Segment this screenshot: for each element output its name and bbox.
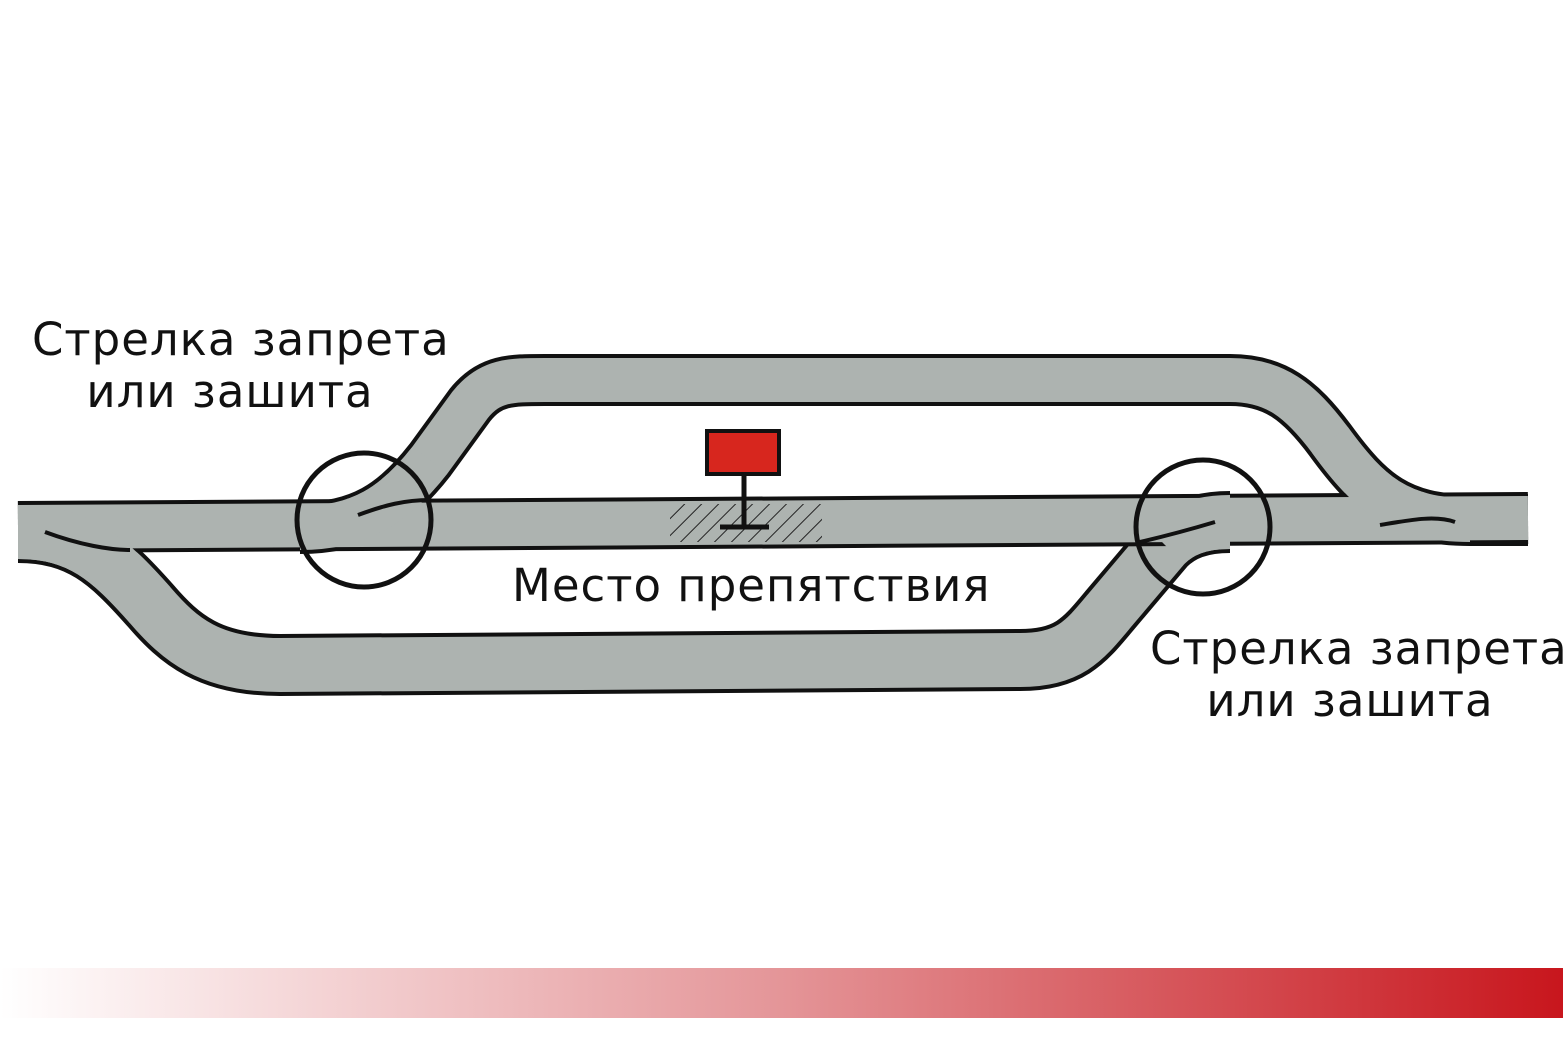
right-blade-lower (1139, 520, 1216, 544)
switch-blades (44, 498, 1456, 552)
right-blade-upper (1379, 516, 1456, 527)
left-blade-upper (357, 498, 431, 517)
stop-signal-icon (705, 429, 781, 530)
obstacle-label: Место препятствия (512, 559, 991, 612)
left-switch-label-line2: или зашита (86, 365, 374, 418)
right-switch-label: Стрелка запрета или зашита (1150, 622, 1563, 727)
left-switch-label-line1: Стрелка запрета (32, 313, 450, 366)
right-switch-label-line2: или зашита (1206, 674, 1494, 727)
left-switch-circle (294, 450, 434, 590)
right-switch-circle (1133, 457, 1273, 597)
left-switch-label: Стрелка запрета или зашита (32, 313, 450, 418)
right-switch-label-line1: Стрелка запрета (1150, 622, 1563, 675)
gradient-bar (0, 968, 1563, 1018)
left-blade-lower (44, 530, 131, 552)
